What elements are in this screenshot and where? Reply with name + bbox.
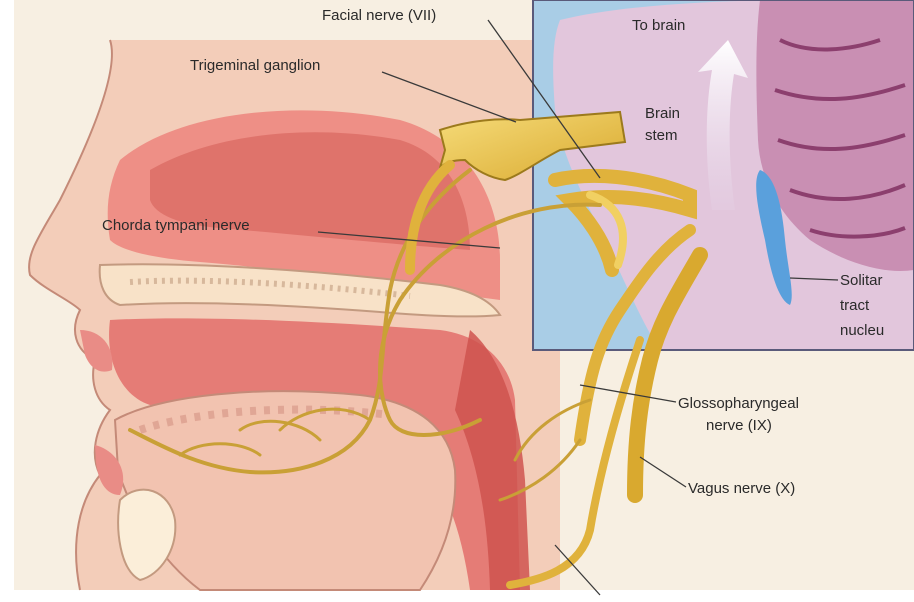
cerebellum	[756, 0, 914, 271]
trigeminal-ganglion	[438, 110, 627, 182]
tongue-papillae	[138, 405, 391, 434]
facial-nerve-loop	[586, 191, 627, 269]
label-facial-nerve: Facial nerve (VII)	[322, 7, 436, 24]
leader-trigeminal	[381, 71, 517, 123]
to-brain-arrow	[698, 40, 748, 210]
pharynx	[455, 330, 530, 590]
leader-bottom	[554, 544, 601, 596]
label-brain-stem-1: Brain	[645, 105, 680, 122]
solitary-tract-nucleus	[756, 170, 792, 305]
label-to-brain: To brain	[632, 17, 685, 34]
facial-nerve-trunk	[548, 168, 697, 277]
label-solitary-2: tract	[840, 297, 870, 314]
leader-vagus	[639, 456, 687, 488]
nasal-cavity-dark	[150, 132, 470, 250]
label-solitary-1: Solitar	[840, 272, 883, 289]
upper-lip	[80, 330, 113, 372]
oral-cavity	[109, 318, 521, 590]
leader-glosso	[579, 384, 677, 403]
label-glossopharyngeal-2: nerve (IX)	[706, 417, 772, 434]
left-border	[0, 0, 14, 602]
label-solitary-3: nucleu	[840, 322, 884, 339]
mandible	[117, 488, 177, 582]
label-chorda-tympani: Chorda tympani nerve	[102, 217, 250, 234]
label-leaders	[317, 19, 839, 596]
label-trigeminal-ganglion: Trigeminal ganglion	[190, 57, 320, 74]
cerebellum-folds	[774, 38, 906, 239]
leader-chorda	[317, 231, 501, 249]
vagus-nerve	[627, 247, 708, 503]
bottom-border	[0, 590, 914, 602]
vagus-nerve-lower	[506, 336, 644, 589]
label-glossopharyngeal-1: Glossopharyngeal	[678, 395, 799, 412]
label-brain-stem-2: stem	[645, 127, 678, 144]
nerves	[128, 110, 708, 589]
lower-lip	[95, 445, 124, 495]
glossopharyngeal-nerve	[574, 224, 696, 446]
tongue-nerve-branches	[178, 398, 592, 502]
leader-facial	[487, 19, 601, 179]
label-vagus: Vagus nerve (X)	[688, 480, 795, 497]
leader-solitary	[789, 277, 839, 281]
palate-branch	[405, 160, 455, 275]
